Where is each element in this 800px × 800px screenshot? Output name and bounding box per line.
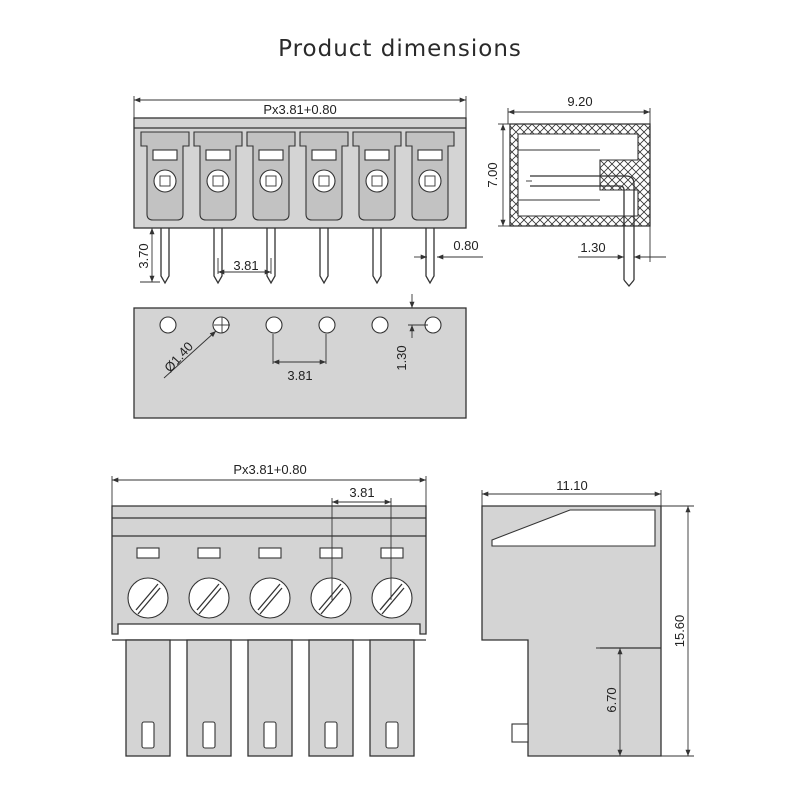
- dim-pin-pitch: 3.81: [233, 258, 258, 273]
- plug-front-view: Px3.81+0.80 3.81: [111, 462, 427, 757]
- dim-side-height: 7.00: [485, 162, 500, 187]
- dim-pin-width: 0.80: [453, 238, 478, 253]
- pcb-footprint-view: Ø1.40 3.81 1.30: [133, 294, 467, 419]
- dim-plug-width: Px3.81+0.80: [233, 462, 306, 477]
- screw-slot: [196, 583, 220, 611]
- plug-window: [258, 547, 282, 559]
- dim-pin-offset: 1.30: [580, 240, 605, 255]
- footprint-hole: [318, 316, 336, 334]
- dim-hole-offset: 1.30: [394, 345, 409, 370]
- header-pin: [160, 228, 170, 285]
- plug-window: [380, 547, 404, 559]
- header-pin: [266, 228, 276, 285]
- page-title: Product dimensions: [278, 36, 522, 62]
- terminal-slot: [152, 149, 178, 161]
- footprint-hole: [159, 316, 177, 334]
- screw-square: [159, 175, 171, 187]
- screw-slot: [198, 587, 222, 615]
- screw-square: [318, 175, 330, 187]
- screw-square: [371, 175, 383, 187]
- screw-square: [212, 175, 224, 187]
- plug-window: [319, 547, 343, 559]
- header-side-view: 9.20 7.00 1.30: [485, 94, 666, 288]
- screw-slot: [381, 587, 405, 615]
- dim-side-width: 9.20: [567, 94, 592, 109]
- screw-slot: [135, 583, 159, 611]
- dim-plug-height: 15.60: [672, 615, 687, 648]
- header-pin: [319, 228, 329, 285]
- terminal-slot: [311, 149, 337, 161]
- screw-head: [259, 169, 283, 193]
- screw-head: [206, 169, 230, 193]
- terminal-slot: [258, 149, 284, 161]
- footprint-hole: [265, 316, 283, 334]
- screw-head: [312, 169, 336, 193]
- header-pin: [213, 228, 223, 285]
- terminal-slot: [205, 149, 231, 161]
- plug-side-view: 11.10 15.60 6.70: [481, 478, 694, 757]
- dim-pin-length: 3.70: [136, 243, 151, 268]
- screw-slot: [257, 583, 281, 611]
- dim-hole-pitch: 3.81: [287, 368, 312, 383]
- plug-leg-window: [324, 721, 338, 749]
- plug-leg-window: [141, 721, 155, 749]
- plug-window: [136, 547, 160, 559]
- plug-screw: [371, 577, 413, 619]
- terminal-slot: [417, 149, 443, 161]
- plug-leg-window: [263, 721, 277, 749]
- screw-slot: [259, 587, 283, 615]
- screw-square: [265, 175, 277, 187]
- plug-screw: [127, 577, 169, 619]
- screw-slot: [137, 587, 161, 615]
- header-pin: [372, 228, 382, 285]
- plug-screw: [249, 577, 291, 619]
- screw-slot: [320, 587, 344, 615]
- dim-plug-pitch: 3.81: [349, 485, 374, 500]
- screw-slot: [318, 583, 342, 611]
- plug-leg-window: [385, 721, 399, 749]
- plug-window: [197, 547, 221, 559]
- header-pin: [425, 228, 435, 285]
- terminal-slot: [364, 149, 390, 161]
- plug-screw: [188, 577, 230, 619]
- screw-square: [424, 175, 436, 187]
- dim-plug-pin-length: 6.70: [604, 687, 619, 712]
- plug-screw: [310, 577, 352, 619]
- plug-leg-window: [202, 721, 216, 749]
- header-front-view: Px3.81+0.80 3.70 3.81 0.80: [133, 96, 483, 285]
- footprint-hole: [371, 316, 389, 334]
- screw-head: [365, 169, 389, 193]
- dim-top-width: Px3.81+0.80: [263, 102, 336, 117]
- screw-head: [418, 169, 442, 193]
- screw-head: [153, 169, 177, 193]
- dim-plug-depth: 11.10: [556, 478, 588, 493]
